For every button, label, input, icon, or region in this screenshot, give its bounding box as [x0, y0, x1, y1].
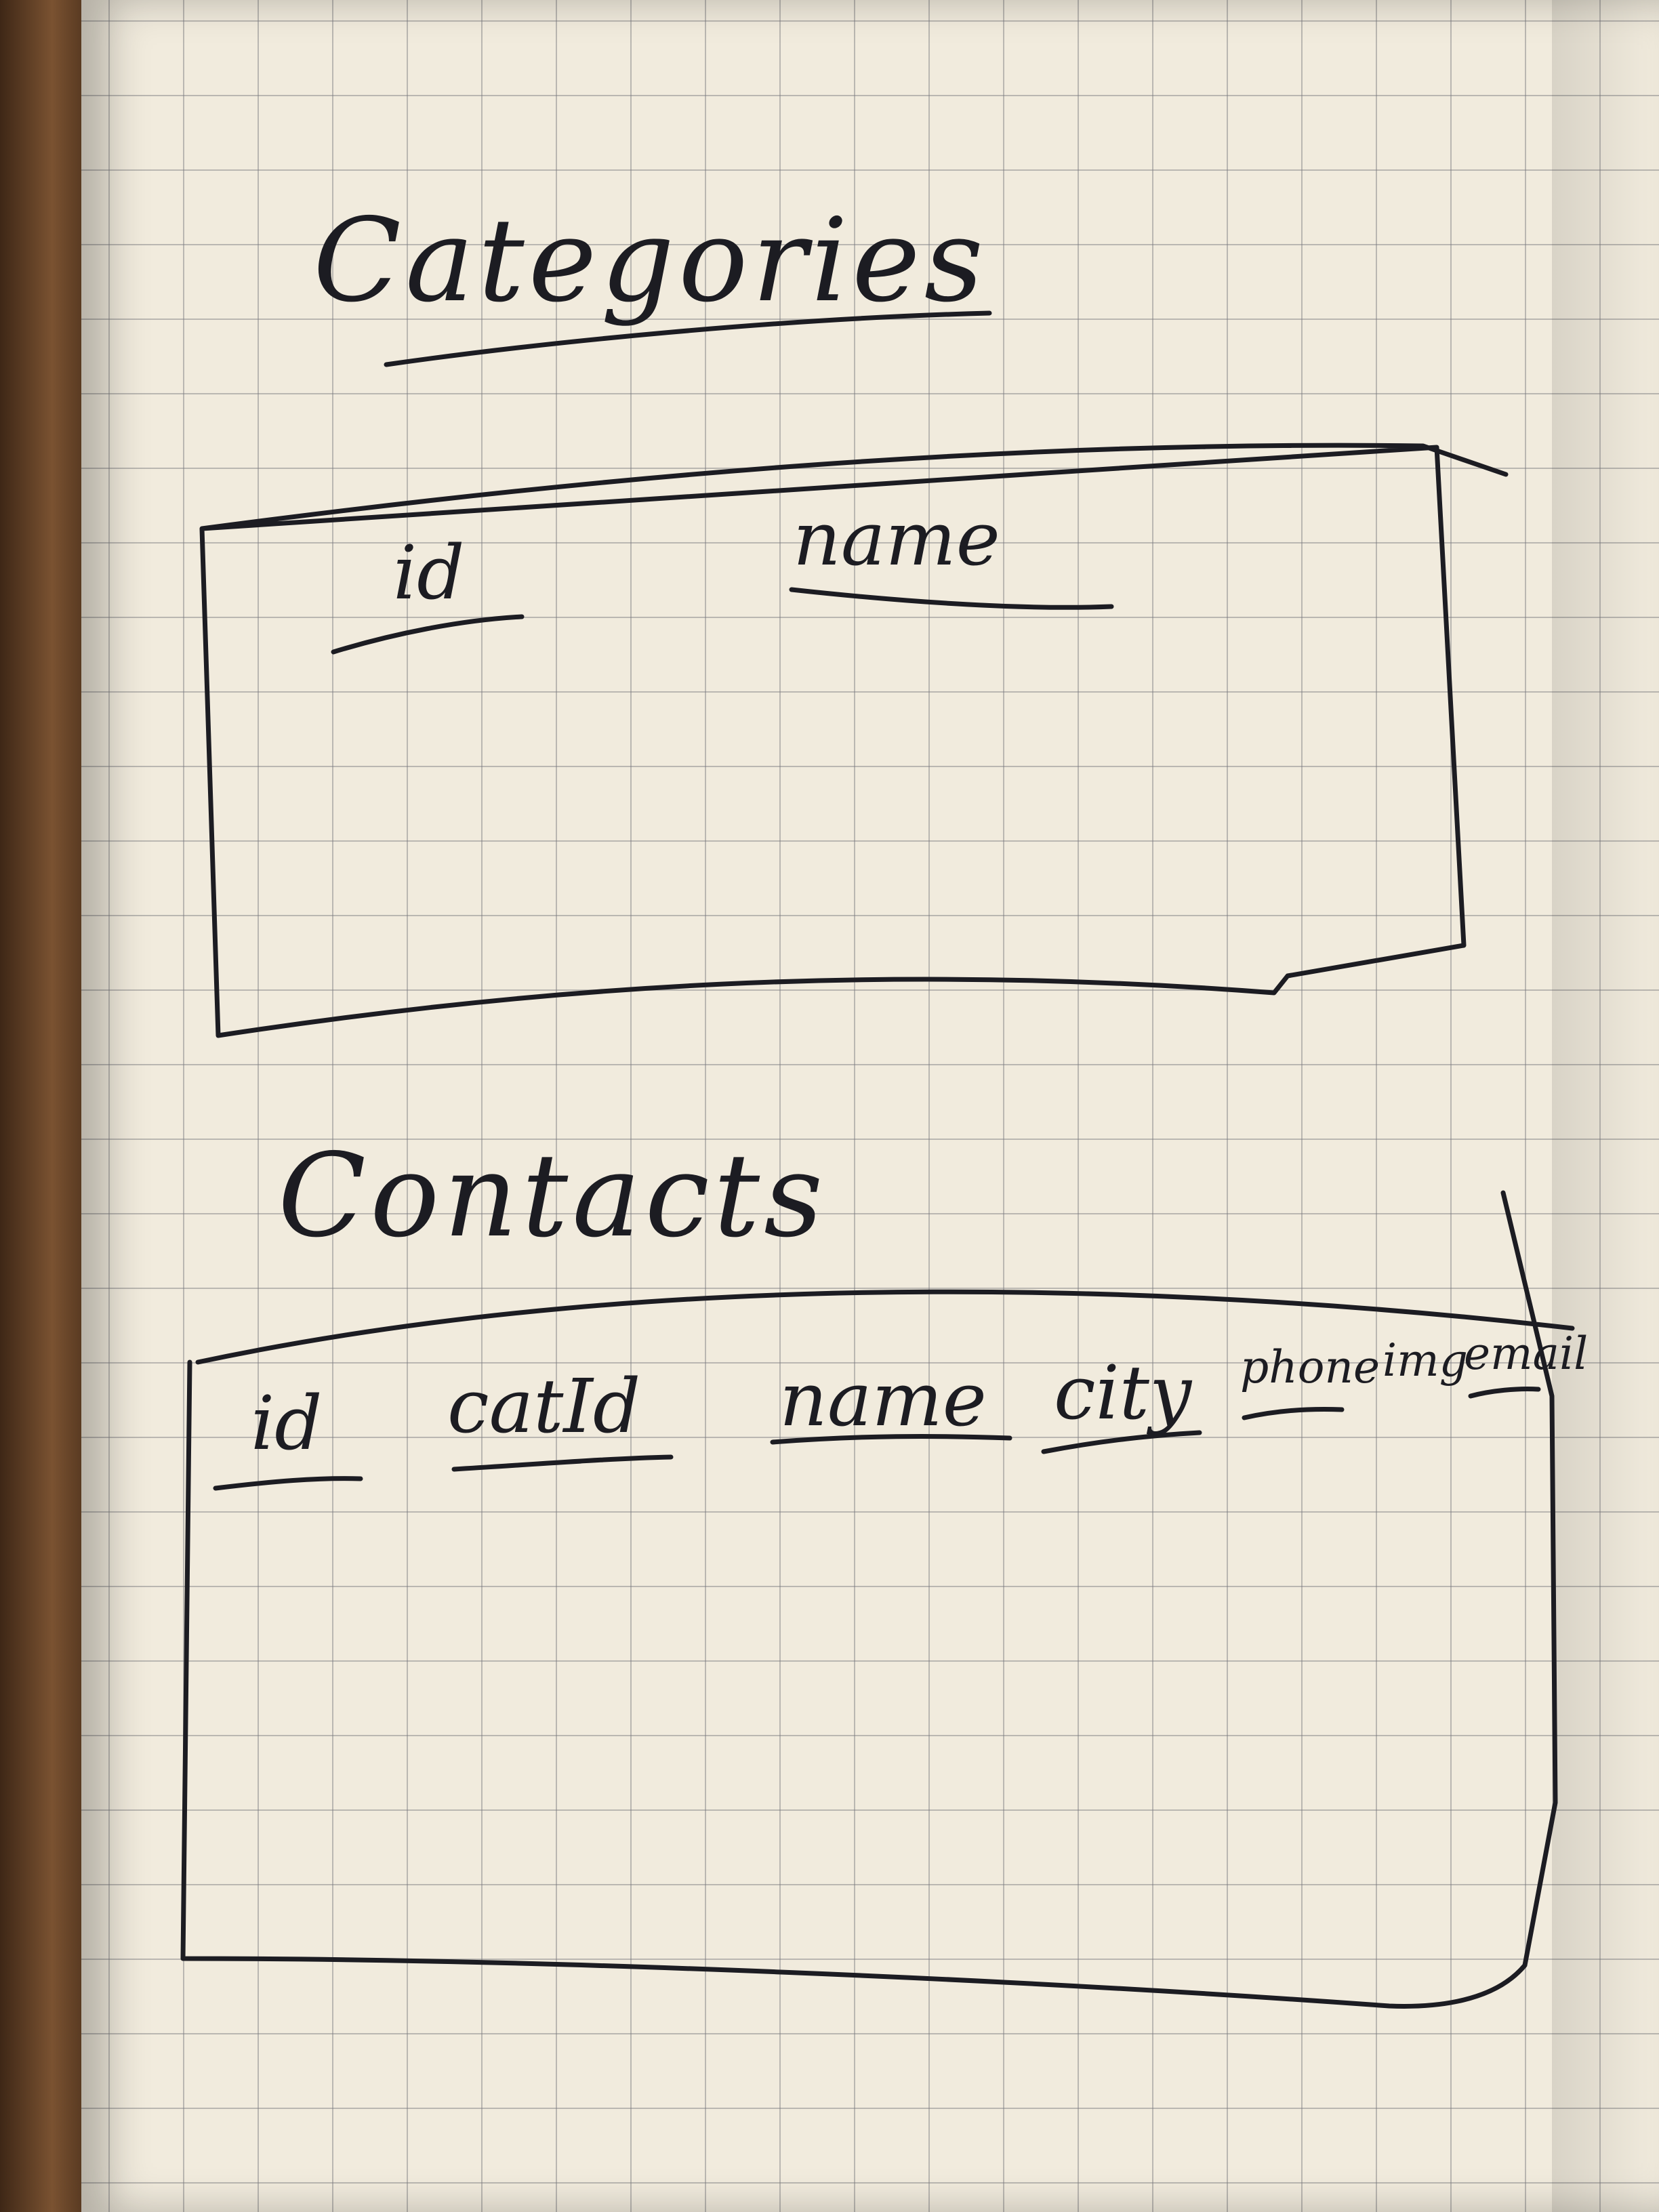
- wooden-desk: [0, 0, 95, 2212]
- contacts-table-box: [180, 1190, 1575, 2009]
- contacts-city-underline: [1041, 1430, 1202, 1454]
- contacts-column-id: id: [251, 1380, 323, 1467]
- categories-column-name: name: [793, 495, 1000, 582]
- contacts-column-catid: catId: [447, 1363, 641, 1450]
- categories-title-underline: [384, 310, 992, 367]
- contacts-column-phone: phone: [1240, 1341, 1380, 1393]
- categories-id-underline: [331, 614, 525, 655]
- contacts-phone-underline: [1242, 1407, 1345, 1420]
- contacts-name-underline: [770, 1434, 1012, 1445]
- contacts-column-img: img: [1382, 1334, 1468, 1387]
- contacts-email-underline: [1468, 1386, 1541, 1399]
- grid-notebook-page: [81, 0, 1659, 2212]
- contacts-column-name: name: [779, 1356, 987, 1443]
- contacts-column-email: email: [1464, 1328, 1589, 1380]
- contacts-catid-underline: [451, 1454, 674, 1472]
- contacts-id-underline: [213, 1476, 363, 1491]
- contacts-table-title: Contacts: [278, 1129, 827, 1263]
- categories-table-title: Categories: [313, 194, 987, 328]
- contacts-column-city: city: [1054, 1349, 1192, 1436]
- categories-column-id: id: [393, 529, 465, 616]
- categories-name-underline: [789, 587, 1114, 610]
- categories-table-box: [199, 443, 1509, 1038]
- page-edge-shadow: [1552, 0, 1659, 2212]
